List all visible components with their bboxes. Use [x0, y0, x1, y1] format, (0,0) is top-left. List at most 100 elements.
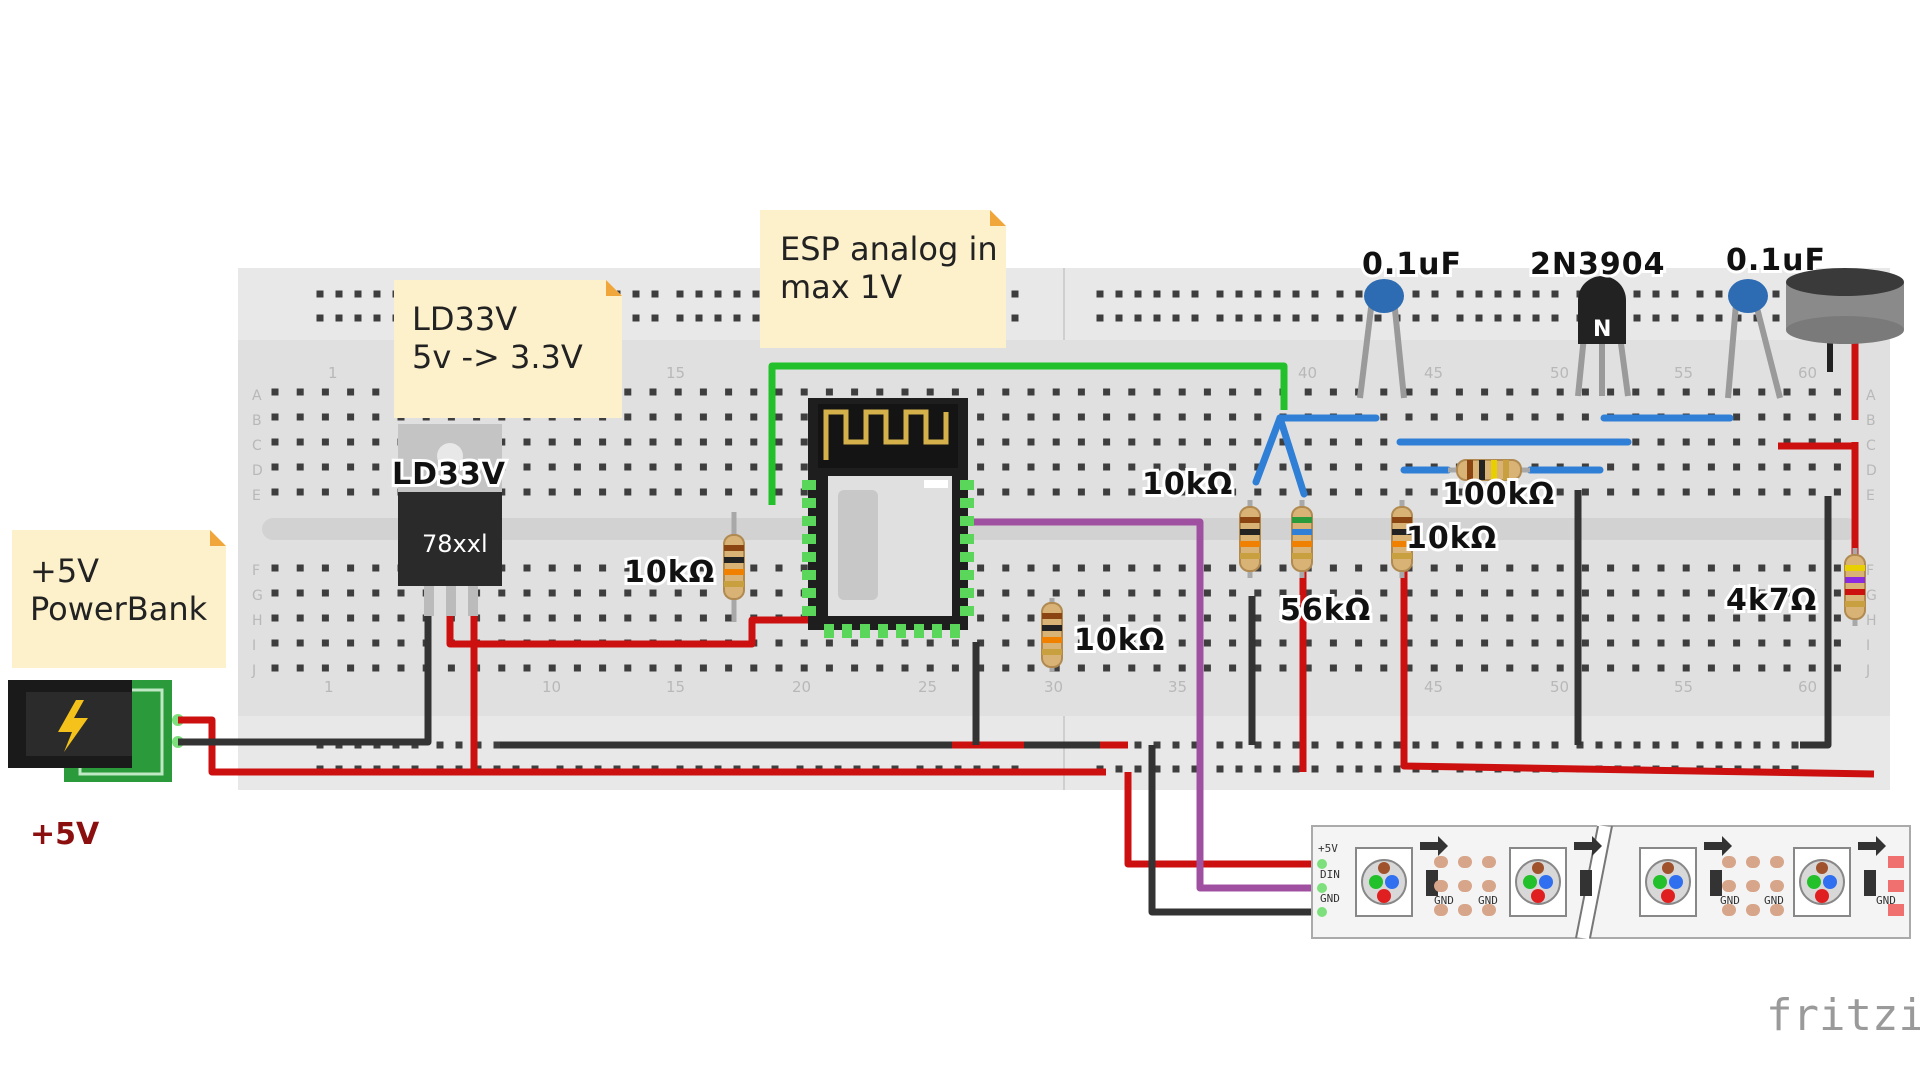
row-letter: J — [1865, 663, 1870, 679]
breadboard-hole — [775, 664, 783, 672]
led-pad — [1888, 904, 1904, 916]
rail-hole — [1311, 290, 1319, 298]
breadboard-hole — [1581, 614, 1589, 622]
breadboard-hole — [321, 614, 329, 622]
rail-hole — [1273, 290, 1281, 298]
rail-hole — [1475, 314, 1483, 322]
breadboard-hole — [1506, 413, 1514, 421]
led-pad — [1770, 904, 1784, 916]
rail-hole — [1652, 290, 1660, 298]
rail-hole — [1273, 741, 1281, 749]
breadboard-hole — [1657, 438, 1665, 446]
rail-hole — [1456, 314, 1464, 322]
breadboard-hole — [1229, 413, 1237, 421]
breadboard-hole — [1733, 413, 1741, 421]
col-number: 40 — [1298, 364, 1317, 382]
breadboard-hole — [1027, 438, 1035, 446]
rail-hole — [1134, 314, 1142, 322]
breadboard-hole — [599, 564, 607, 572]
breadboard-hole — [1531, 664, 1539, 672]
breadboard-hole — [1304, 664, 1312, 672]
breadboard-hole — [1229, 614, 1237, 622]
rail-hole — [1254, 741, 1262, 749]
breadboard-hole — [1279, 438, 1287, 446]
breadboard-hole — [1304, 463, 1312, 471]
breadboard-hole — [548, 463, 556, 471]
breadboard-hole — [1178, 564, 1186, 572]
esp-pin — [824, 624, 834, 638]
rail-hole — [1115, 290, 1123, 298]
led-pad — [1746, 856, 1760, 868]
esp-pin — [802, 552, 816, 562]
breadboard-hole — [271, 564, 279, 572]
breadboard-hole — [1481, 664, 1489, 672]
breadboard-hole — [1707, 488, 1715, 496]
breadboard-hole — [523, 488, 531, 496]
breadboard-hole — [977, 614, 985, 622]
note-esp-line1: ESP analog in — [780, 230, 998, 268]
led-pad — [1722, 856, 1736, 868]
breadboard-hole — [1355, 463, 1363, 471]
breadboard-hole — [725, 463, 733, 471]
breadboard-hole — [296, 564, 304, 572]
breadboard-hole — [1128, 463, 1136, 471]
breadboard-hole — [1279, 639, 1287, 647]
breadboard-hole — [1027, 564, 1035, 572]
breadboard-hole — [1455, 639, 1463, 647]
led-pad — [1888, 880, 1904, 892]
rail-hole — [493, 741, 501, 749]
breadboard-hole — [1481, 614, 1489, 622]
breadboard-hole — [1229, 388, 1237, 396]
breadboard-hole — [1531, 639, 1539, 647]
breadboard-hole — [1733, 639, 1741, 647]
rail-hole — [1595, 741, 1603, 749]
rail-hole — [1292, 765, 1300, 773]
cap-left-label: 0.1uF — [1362, 247, 1462, 282]
rail-hole — [1336, 741, 1344, 749]
breadboard-hole — [1531, 388, 1539, 396]
breadboard-hole — [1304, 639, 1312, 647]
breadboard-hole — [1153, 388, 1161, 396]
rail-hole — [1475, 290, 1483, 298]
led-strip: +5V DIN GND GND GND GND GND GND — [1311, 824, 1911, 940]
breadboard-hole — [1657, 614, 1665, 622]
led-pixel — [1793, 836, 1886, 917]
breadboard-hole — [347, 388, 355, 396]
breadboard-hole — [1103, 639, 1111, 647]
breadboard-hole — [1758, 614, 1766, 622]
breadboard-hole — [1077, 614, 1085, 622]
breadboard-hole — [1002, 488, 1010, 496]
rail-hole — [1355, 314, 1363, 322]
breadboard-hole — [1279, 463, 1287, 471]
rail-hole — [354, 290, 362, 298]
esp-pin — [960, 534, 974, 544]
breadboard-hole — [699, 564, 707, 572]
breadboard-hole — [1027, 614, 1035, 622]
breadboard-hole — [1632, 488, 1640, 496]
rail-hole — [1292, 290, 1300, 298]
breadboard-hole — [775, 413, 783, 421]
breadboard-hole — [649, 388, 657, 396]
rail-hole — [373, 290, 381, 298]
rail-hole — [676, 290, 684, 298]
breadboard-hole — [1758, 664, 1766, 672]
breadboard-hole — [1128, 388, 1136, 396]
rail-hole — [1513, 741, 1521, 749]
breadboard-hole — [851, 388, 859, 396]
rail-hole — [1696, 290, 1704, 298]
rail-hole — [1753, 741, 1761, 749]
breadboard-hole — [347, 664, 355, 672]
breadboard-hole — [1153, 564, 1161, 572]
breadboard-hole — [1128, 438, 1136, 446]
breadboard-hole — [1783, 463, 1791, 471]
breadboard-hole — [1455, 589, 1463, 597]
rail-hole — [1551, 314, 1559, 322]
breadboard-hole — [1002, 589, 1010, 597]
breadboard-hole — [1178, 589, 1186, 597]
rail-hole — [1412, 314, 1420, 322]
breadboard-hole — [498, 614, 506, 622]
breadboard-hole — [750, 438, 758, 446]
breadboard-hole — [1430, 614, 1438, 622]
rail-hole — [1791, 741, 1799, 749]
rail-hole — [714, 314, 722, 322]
